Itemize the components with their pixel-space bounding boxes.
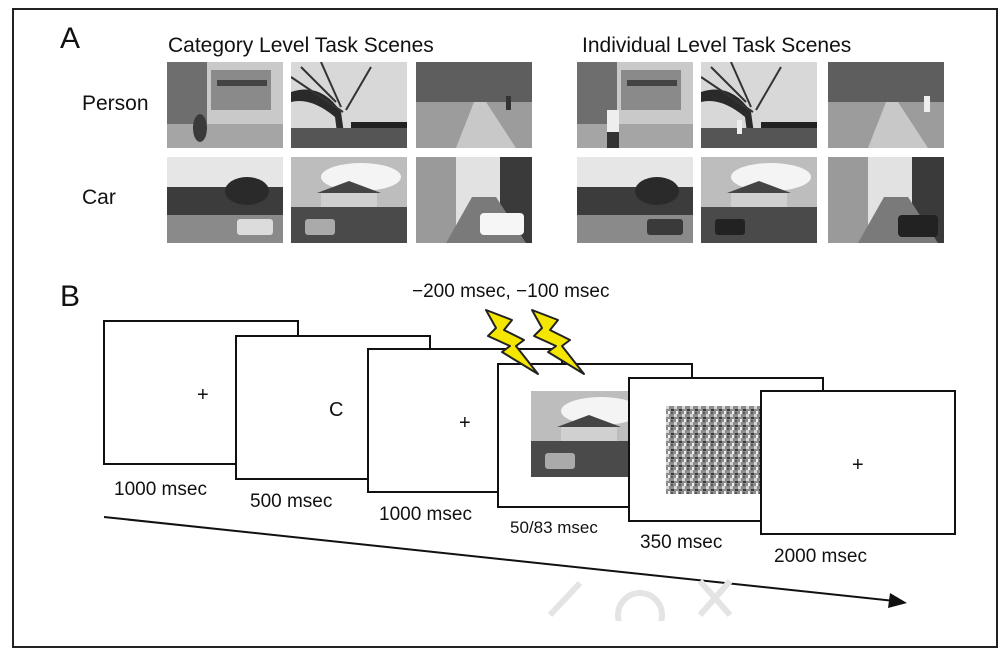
car-scene-photo [828, 157, 944, 243]
fixation-screen: + [760, 390, 956, 535]
person-scene-photo [828, 62, 944, 148]
noise-mask [666, 406, 760, 494]
cue-letter: C [329, 399, 344, 421]
person-scene-photo [167, 62, 283, 148]
car-scene-photo [291, 157, 407, 243]
duration-label: 1000 msec [114, 479, 207, 500]
car-scene-photo [577, 157, 693, 243]
watermark [547, 579, 733, 621]
fixation-cross: + [852, 454, 864, 476]
fixation-cross: + [197, 384, 209, 406]
duration-label: 500 msec [250, 491, 333, 512]
person-scene-photo [416, 62, 532, 148]
duration-label: 350 msec [640, 532, 723, 553]
duration-label: 1000 msec [379, 504, 472, 525]
car-scene-photo [416, 157, 532, 243]
person-scene-photo [291, 62, 407, 148]
category-heading: Category Level Task Scenes [168, 34, 434, 57]
duration-label: 50/83 msec [510, 518, 598, 537]
soa-label: −200 msec, −100 msec [412, 281, 610, 302]
person-scene-photo [701, 62, 817, 148]
scene-screen [497, 363, 693, 508]
car-scene-photo [701, 157, 817, 243]
duration-label: 2000 msec [774, 546, 867, 567]
scene-photo [531, 391, 647, 477]
lightning-bolt-icon [478, 306, 542, 383]
time-arrow [103, 516, 907, 608]
row-label-car: Car [82, 186, 116, 209]
panel-b-letter: B [60, 280, 81, 313]
individual-heading: Individual Level Task Scenes [582, 34, 852, 57]
car-scene-photo [167, 157, 283, 243]
panel-a-letter: A [60, 22, 81, 55]
lightning-bolt-icon [524, 306, 588, 383]
fixation-cross: + [459, 412, 471, 434]
row-label-person: Person [82, 92, 149, 115]
person-scene-photo [577, 62, 693, 148]
